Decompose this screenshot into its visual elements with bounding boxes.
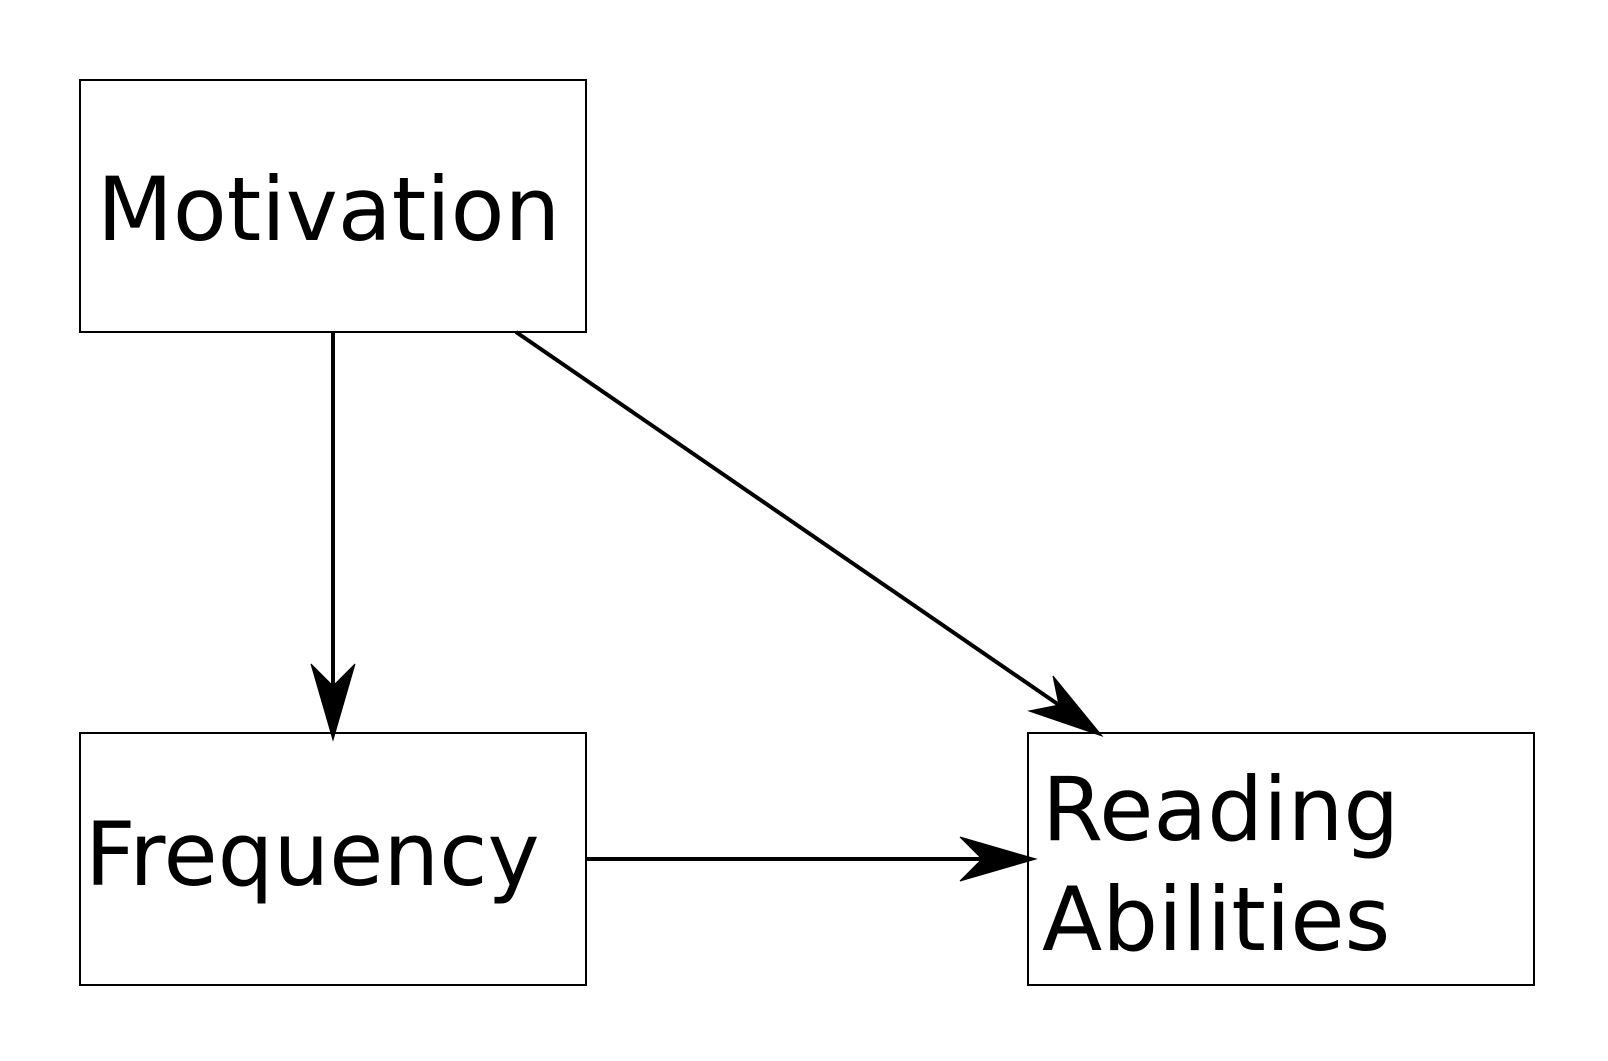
edge-motivation-to-reading-abilities [514,330,1104,738]
edge-motivation-to-frequency [310,332,356,742]
node-reading-abilities-label-line-2: Abilities [1042,868,1390,971]
node-motivation: Motivation [79,79,587,333]
edge-motivation-to-reading-abilities-line [514,330,1061,707]
node-reading-abilities-label-line-1: Reading [1042,758,1399,861]
arrowhead-icon [1027,675,1104,738]
arrowhead-icon [310,663,356,742]
node-reading-abilities-box [1027,732,1535,986]
edge-frequency-to-reading-abilities [586,836,1038,882]
arrowhead-icon [959,836,1038,882]
node-motivation-box [79,79,587,333]
node-frequency-label: Frequency [85,803,540,906]
node-reading-abilities: Reading Abilities [1027,732,1535,986]
node-frequency: Frequency [79,732,587,986]
node-frequency-box [79,732,587,986]
node-motivation-label: Motivation [97,158,560,261]
